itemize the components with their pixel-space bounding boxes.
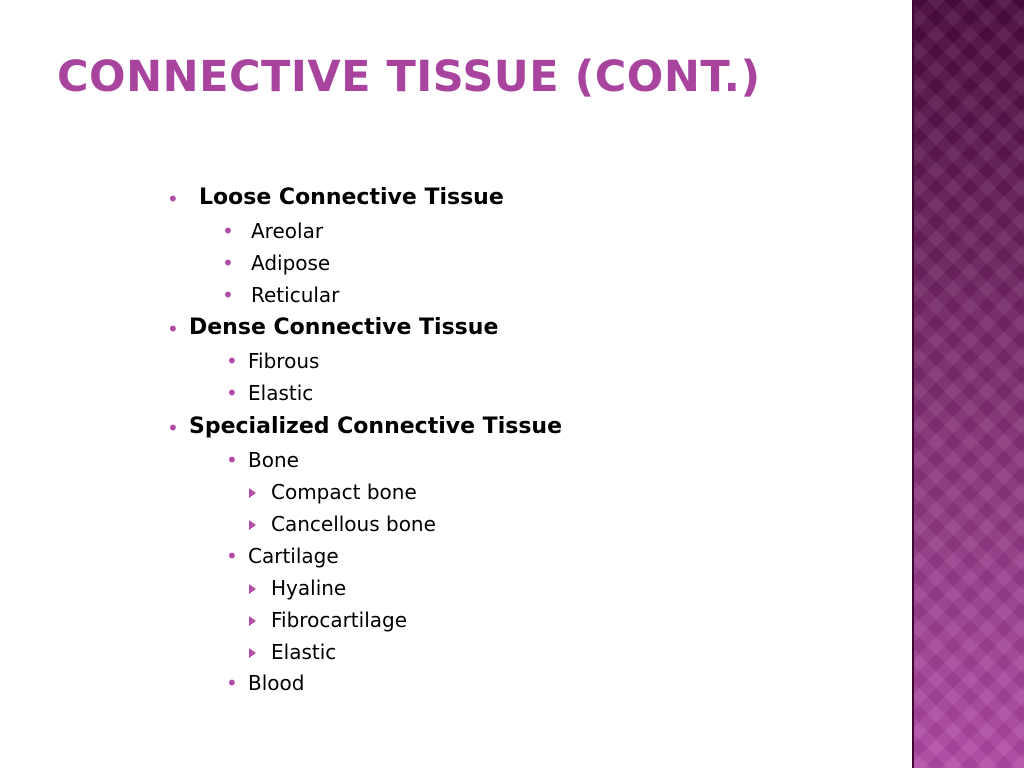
outline-subitem-fibrocartilage: Fibrocartilage [271,608,408,632]
outline-item-blood: Blood [248,671,305,695]
arrow-bullet-icon [249,488,256,498]
bullet-dot: • [222,283,234,307]
outline-heading-dense: Dense Connective Tissue [189,315,499,340]
outline-item-adipose: Adipose [251,251,331,275]
outline-heading-loose: Loose Connective Tissue [199,185,504,210]
arrow-bullet-icon [249,584,256,594]
bullet-dot: • [222,219,234,243]
arrow-bullet-icon [249,520,256,530]
outline-item-areolar: Areolar [251,219,324,243]
outline-item-reticular: Reticular [251,283,340,307]
outline-subitem-elastic-cartilage: Elastic [271,640,337,664]
decorative-side-band [912,0,1024,768]
bullet-dot: • [226,381,238,405]
bullet-dot: • [226,544,238,568]
outline-subitem-cancellous-bone: Cancellous bone [271,512,436,536]
bullet-dot: • [167,317,179,341]
outline-item-bone: Bone [248,448,299,472]
bullet-dot: • [167,187,179,211]
bullet-dot: • [226,349,238,373]
outline-heading-specialized: Specialized Connective Tissue [189,414,563,439]
bullet-dot: • [226,448,238,472]
arrow-bullet-icon [249,648,256,658]
arrow-bullet-icon [249,616,256,626]
outline-item-fibrous: Fibrous [248,349,320,373]
slide-title: CONNECTIVE TISSUE (CONT.) [57,52,761,102]
outline-subitem-hyaline: Hyaline [271,576,347,600]
outline-subitem-compact-bone: Compact bone [271,480,417,504]
bullet-dot: • [222,251,234,275]
bullet-dot: • [226,671,238,695]
outline-item-cartilage: Cartilage [248,544,339,568]
bullet-dot: • [167,416,179,440]
outline-item-elastic: Elastic [248,381,314,405]
